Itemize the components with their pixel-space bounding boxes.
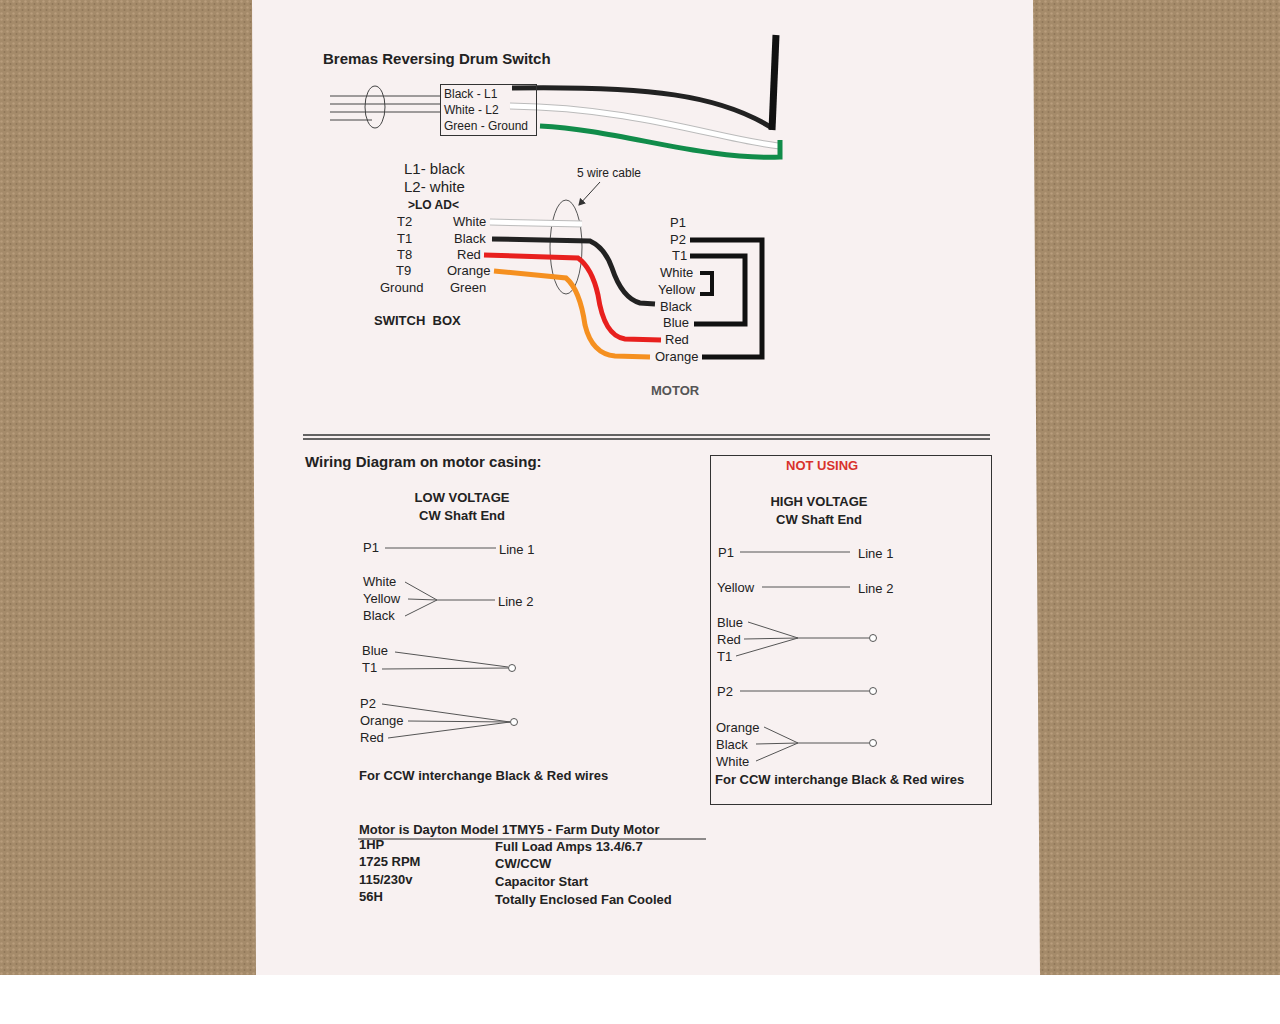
label-text: Orange [360, 713, 403, 729]
label-text: 56H [359, 889, 383, 905]
box-text: Line 1 [858, 546, 893, 562]
box-text: NOT USING [786, 458, 858, 474]
label-text: White [453, 214, 486, 230]
label-text: 1725 RPM [359, 854, 420, 870]
label-text: Blue [362, 643, 388, 659]
label-text: Yellow [658, 282, 695, 298]
label-text: Capacitor Start [495, 874, 588, 890]
label-text: T9 [396, 263, 411, 279]
label-text: Ground [380, 280, 423, 296]
label-text: 115/230v [359, 872, 413, 888]
label-text: T1 [672, 248, 687, 264]
label-text: Orange [655, 349, 698, 365]
box-text: Black [716, 737, 748, 753]
box-text: For CCW interchange Black & Red wires [715, 772, 964, 788]
label-text: Blue [663, 315, 689, 331]
box-text: Black - L1 [444, 86, 497, 102]
box-text: Red [717, 632, 741, 648]
label-text: 1HP [359, 837, 384, 853]
box-text: White - L2 [444, 102, 499, 118]
high-voltage-panel: NOT USINGHIGH VOLTAGE CW Shaft EndP1Line… [710, 455, 992, 805]
label-text: T8 [397, 247, 412, 263]
label-text: Red [360, 730, 384, 746]
box-text: HIGH VOLTAGE CW Shaft End [763, 493, 875, 529]
box-text: P2 [717, 684, 733, 700]
label-text: Line 2 [498, 594, 533, 610]
label-text: SWITCH BOX [374, 313, 461, 329]
label-text: T2 [397, 214, 412, 230]
box-text: Yellow [717, 580, 754, 596]
box-text: Line 2 [858, 581, 893, 597]
label-text: P1 [670, 215, 686, 231]
box-text: P1 [718, 545, 734, 561]
label-text: White [363, 574, 396, 590]
label-text: Orange [447, 263, 490, 279]
label-text: CW/CCW [495, 856, 551, 872]
label-text: Green [450, 280, 486, 296]
box-text: Blue [717, 615, 743, 631]
label-text: For CCW interchange Black & Red wires [359, 768, 608, 784]
box-text: T1 [717, 649, 732, 665]
label-text: P2 [360, 696, 376, 712]
label-text: L2- white [404, 179, 465, 195]
label-text: White [660, 265, 693, 281]
label-text: Motor is Dayton Model 1TMY5 - Farm Duty … [359, 822, 659, 838]
label-text: Black [660, 299, 692, 315]
label-text: >LO AD< [408, 197, 459, 213]
label-text: LOW VOLTAGE CW Shaft End [407, 489, 517, 525]
label-text: Wiring Diagram on motor casing: [305, 454, 542, 470]
label-text: Red [665, 332, 689, 348]
label-text: Yellow [363, 591, 400, 607]
label-text: 5 wire cable [577, 165, 641, 181]
label-text: T1 [362, 660, 377, 676]
box-text: Green - Ground [444, 118, 528, 134]
label-text: Red [457, 247, 481, 263]
label-text: L1- black [404, 161, 465, 177]
label-text: MOTOR [651, 383, 699, 399]
label-text: Line 1 [499, 542, 534, 558]
section-heading: Bremas Reversing Drum Switch [323, 51, 551, 67]
label-text: Totally Enclosed Fan Cooled [495, 892, 672, 908]
label-text: Full Load Amps 13.4/6.7 [495, 839, 643, 855]
terminal-box: Black - L1White - L2Green - Ground [440, 84, 537, 136]
label-text: T1 [397, 231, 412, 247]
box-text: White [716, 754, 749, 770]
label-text: P2 [670, 232, 686, 248]
label-text: Black [363, 608, 395, 624]
label-text: P1 [363, 540, 379, 556]
box-text: Orange [716, 720, 759, 736]
label-text: Black [454, 231, 486, 247]
